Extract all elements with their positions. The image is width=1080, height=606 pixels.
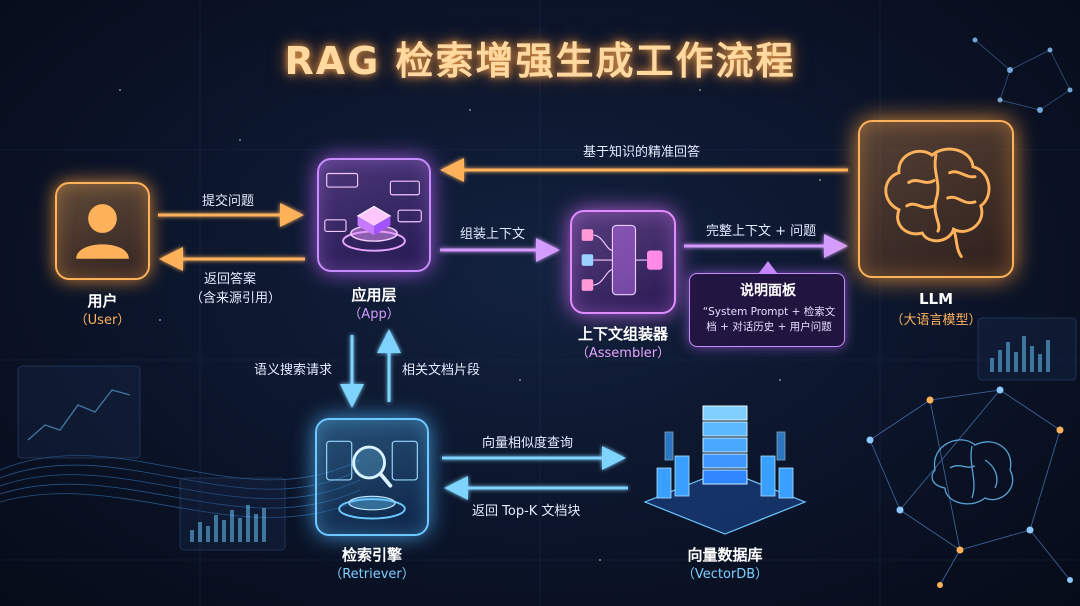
note-title: 说明面板 bbox=[740, 283, 796, 299]
vectordb-sublabel: （VectorDB） bbox=[681, 567, 769, 582]
page-title: RAG 检索增强生成工作流程 bbox=[284, 39, 796, 83]
edge-label-submit-question: 提交问题 bbox=[202, 194, 255, 209]
llm-label: LLM bbox=[918, 290, 954, 308]
assembler-node bbox=[570, 210, 676, 314]
retriever-label: 检索引擎 bbox=[341, 546, 402, 564]
search-engine-icon bbox=[326, 440, 418, 520]
user-sublabel: （User） bbox=[74, 313, 131, 328]
edge-label-vector-query: 向量相似度查询 bbox=[482, 436, 574, 451]
app-node bbox=[317, 158, 431, 272]
brain-icon bbox=[884, 147, 991, 258]
edge-label-assemble-context: 组装上下文 bbox=[460, 227, 526, 242]
note-panel: 说明面板 “System Prompt + 检索文 档 + 对话历史 + 用户问… bbox=[689, 273, 845, 347]
vectordb-node bbox=[635, 398, 815, 540]
note-body-line-2: 档 + 对话历史 + 用户问题 bbox=[706, 321, 832, 333]
note-pointer bbox=[759, 261, 777, 273]
user-node bbox=[55, 182, 150, 280]
vectordb-label: 向量数据库 bbox=[687, 546, 763, 564]
app-sublabel: （App） bbox=[348, 307, 400, 322]
edge-label-semantic-search: 语义搜索请求 bbox=[254, 363, 333, 378]
assembler-label: 上下文组装器 bbox=[577, 325, 668, 343]
llm-sublabel: （大语言模型） bbox=[890, 313, 982, 328]
edge-label-knowledge-answer: 基于知识的精准回答 bbox=[583, 145, 701, 160]
note-body: “System Prompt + 检索文 档 + 对话历史 + 用户问题 bbox=[698, 305, 840, 335]
database-icon bbox=[643, 405, 807, 535]
note-body-line-1: “System Prompt + 检索文 bbox=[702, 306, 836, 318]
retriever-sublabel: （Retriever） bbox=[329, 567, 415, 582]
app-layer-icon bbox=[324, 172, 422, 252]
assembler-sublabel: （Assembler） bbox=[575, 346, 671, 361]
edge-label-related-fragments: 相关文档片段 bbox=[402, 363, 481, 378]
edge-label-return-answer-sources: （含来源引用） bbox=[190, 291, 282, 306]
edge-label-return-topk: 返回 Top-K 文档块 bbox=[472, 504, 581, 519]
retriever-node bbox=[315, 418, 429, 536]
user-label: 用户 bbox=[87, 292, 118, 310]
assembler-icon bbox=[581, 224, 663, 296]
llm-node bbox=[858, 120, 1014, 278]
app-label: 应用层 bbox=[351, 286, 397, 304]
edge-label-return-answer: 返回答案 bbox=[204, 272, 257, 287]
edge-label-full-context: 完整上下文 + 问题 bbox=[706, 224, 817, 239]
user-icon bbox=[76, 204, 129, 259]
